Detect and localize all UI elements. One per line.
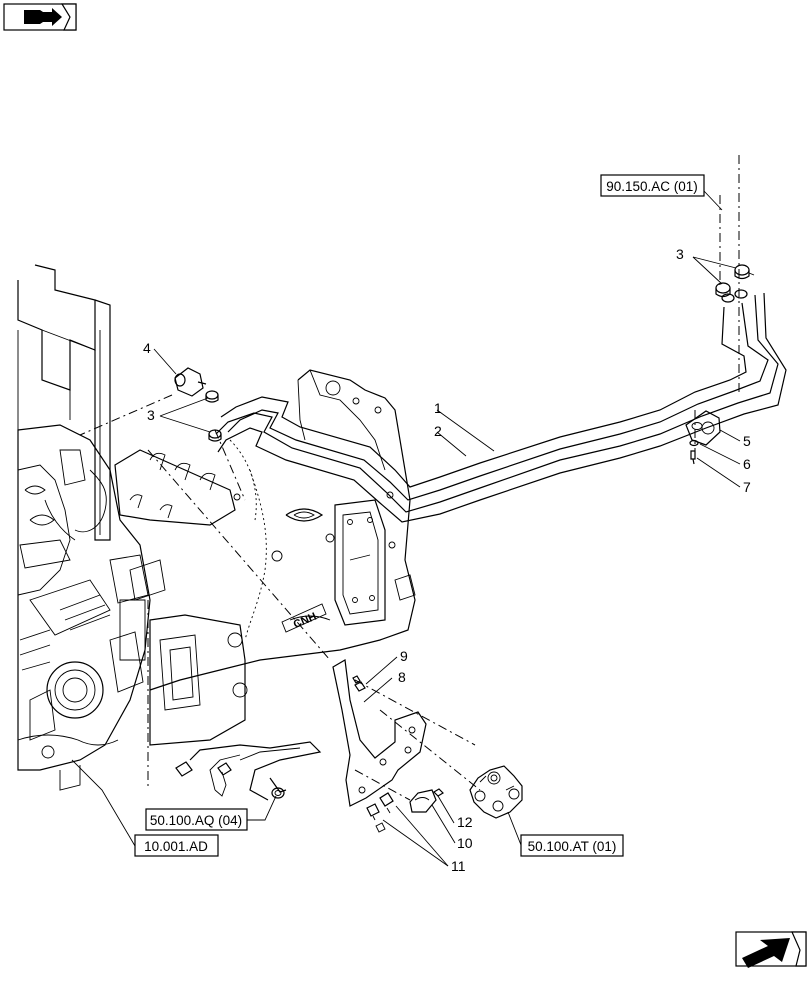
reference-label: 10.001.AD bbox=[144, 839, 208, 854]
center-lines bbox=[79, 155, 740, 801]
clamp-top-1 bbox=[715, 282, 731, 298]
stamp-text: CNH bbox=[292, 611, 319, 631]
reference-label: 50.100.AQ (04) bbox=[150, 813, 242, 828]
callouts: 1 2 3 3 4 5 6 7 8 9 10 11 12 bbox=[143, 246, 751, 874]
pipe-clip bbox=[409, 789, 437, 813]
callout-5: 5 bbox=[743, 433, 751, 449]
mounting-bracket bbox=[332, 659, 427, 807]
callout-10: 10 bbox=[457, 835, 473, 851]
callout-12: 12 bbox=[457, 814, 473, 830]
reference-box-50-100-at[interactable]: 50.100.AT (01) bbox=[520, 834, 624, 857]
engine-block bbox=[17, 424, 166, 791]
callout-11: 11 bbox=[451, 858, 466, 874]
bolt-11-b bbox=[379, 792, 394, 814]
callout-4: 4 bbox=[143, 340, 151, 356]
callout-3-top: 3 bbox=[676, 246, 684, 262]
reference-box-10-001-ad[interactable]: 10.001.AD bbox=[134, 834, 219, 857]
callout-8: 8 bbox=[398, 669, 406, 685]
reference-label: 90.150.AC (01) bbox=[606, 179, 698, 194]
control-valve bbox=[469, 765, 523, 819]
callout-3-left: 3 bbox=[147, 407, 155, 423]
brake-tubing bbox=[175, 741, 322, 801]
callout-2: 2 bbox=[434, 423, 442, 439]
hydraulic-pipe-1 bbox=[220, 293, 769, 501]
pipe-support-bracket bbox=[685, 410, 721, 446]
bolt-9 bbox=[352, 675, 366, 692]
clamp-top-2 bbox=[734, 264, 755, 280]
elbow-fitting bbox=[174, 367, 207, 397]
reference-box-50-100-aq[interactable]: 50.100.AQ (04) bbox=[145, 808, 248, 831]
callout-1: 1 bbox=[434, 400, 442, 416]
callout-6: 6 bbox=[743, 456, 751, 472]
bracket-block bbox=[114, 449, 248, 746]
nut-12 bbox=[433, 788, 444, 797]
next-page-arrow-icon[interactable] bbox=[735, 931, 807, 968]
hydraulic-pipe-2 bbox=[215, 289, 787, 523]
callout-7: 7 bbox=[743, 479, 751, 495]
screw bbox=[690, 450, 696, 465]
callout-9: 9 bbox=[400, 648, 408, 664]
clamp-left-1 bbox=[205, 390, 219, 403]
bolt-11-a bbox=[366, 803, 386, 833]
book-arrow-icon[interactable] bbox=[3, 3, 77, 31]
reference-label: 50.100.AT (01) bbox=[528, 839, 617, 854]
leader-lines bbox=[71, 190, 741, 867]
clamp-left-2 bbox=[208, 429, 222, 442]
transmission-housing bbox=[149, 369, 416, 691]
tractor-frame bbox=[17, 264, 111, 541]
cnh-stamp: CNH bbox=[281, 603, 327, 633]
reference-box-90-150-ac[interactable]: 90.150.AC (01) bbox=[600, 174, 705, 197]
washer bbox=[689, 439, 699, 447]
